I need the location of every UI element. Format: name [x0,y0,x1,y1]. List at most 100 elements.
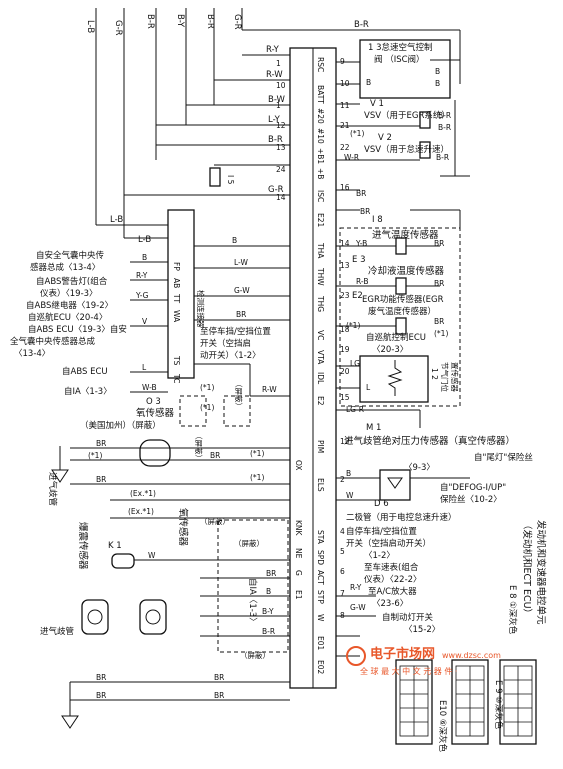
vsv-idle-wire-wr: W-R [344,153,359,162]
vsv-idle-coil [419,141,431,159]
d6-label: D 6 [374,499,389,509]
engine-ecu-title-1: 发动机和变速器电控单元 [535,520,547,625]
pin-num-16: 16 [340,183,350,192]
neutral-to-label-2: 开关（空挡启 [200,338,251,349]
cruise-ecu-label-1: 自巡航控制ECU [366,332,426,343]
shield-label-2: （屏蔽） [194,432,204,462]
ia-label: 自IA〈1-3〉 [64,386,112,397]
speedo-label-2: 仪表）〈22-2〉 [364,574,422,585]
bottom-wire-br-6: BR [96,691,106,700]
cruise-label: 自巡航ECU〈20-4〉 [28,312,107,323]
intake-manifold-label-top: 进气歧管 [47,472,58,506]
star-ecu-2: (*1) [200,403,214,412]
e8-plug-pins [503,665,533,737]
isc-wire-b2: B [435,79,440,88]
e9-plug-label: E 9 ⑩深灰色 [493,680,504,730]
wire-label-ry-1: R-Y [266,45,280,55]
wire-gw-ecu: G-W [234,286,250,295]
fuse-i5-label: I 5 [226,175,235,185]
isc-wire-b1: B [435,67,440,76]
pin-g: G [294,570,303,576]
knock-k1: K 1 [108,541,122,551]
abs-relay-label: 自ABS继电器〈19-2〉 [26,300,113,311]
detect-pin-fp: FP [172,262,181,271]
coolant-wire-rb: R-B [356,277,369,286]
neutral-to-label-1: 至停车挡/空挡位置 [200,326,271,337]
bottom-ecu-wires [70,559,290,701]
bottom-wire-br-4: BR [214,691,224,700]
star-ecu-1: (*1) [200,383,214,392]
knock-label: 爆震传感器 [77,522,89,570]
vsv-egr-coil [419,111,431,129]
bottom-wire-br-1: BR [266,569,276,578]
o3-label: O 3 [146,397,161,407]
e21-wire-br2: BR [360,207,370,216]
left-source-wires [130,261,168,393]
ecu-pin-labels: RSC BATT #20 #10 +B1 +B ISC E21 THA THW … [294,57,325,675]
pin-plus-b: +B [316,168,325,179]
intake-manifold-ground-bottom [61,682,79,729]
abs-ecu-label-3: 〈13-4〉 [14,349,50,359]
spd-wire-gw: G-W [350,603,366,612]
spd-wire-ry: R-Y [350,583,362,592]
pin-pim: PIM [316,440,325,453]
e2-label: E2 [352,291,363,301]
isc-wire-bl: B [366,78,371,87]
pin-e02: E02 [316,660,325,675]
vsv-egr-wire-br2: B-R [438,123,451,132]
pin-num-19: 19 [340,345,350,354]
pin-idl: IDL [316,372,325,385]
shield-box-bottom [217,519,289,653]
wire-label-gr-top-2: G-R [232,14,242,30]
intake-wire-yb: Y-B [355,239,367,248]
watermark-sub: 全 球 最 大 中 文 元 器 件 · [360,666,457,676]
detect-to-ecu-wires [194,245,290,365]
pin-thg: THG [316,295,325,312]
o2-us-label: （美国加州）（屏蔽） [80,420,161,431]
defog-label: 自"DEFOG-I/UP" [440,482,506,493]
e9-connector-plug [451,659,489,745]
intake-manifold-ground-top [51,446,69,483]
throttle-label-2: 节气门位 [440,362,450,392]
e21-wire-br: BR [356,189,366,198]
detect-connector-label: 检测连接器 [196,290,206,328]
pin-rsc: RSC [316,57,325,72]
pin-tha: THA [316,242,325,259]
o2-sensor-body [139,439,171,467]
ac-amp-label-1: 至A/C放大器 [368,586,417,597]
pin-num-4: 4 [340,527,345,536]
o2-connector-plugs [81,599,167,635]
throttle-wire-lg: LG [350,359,360,368]
map-sensor-label: 进气歧管绝对压力传感器（真空传感器） [344,435,515,447]
neutral-to-label-3: 动开关）〈1-2〉 [200,350,261,361]
wire-label-lb-top: L-B [85,20,95,33]
pin-num-13: 13 [340,261,350,270]
airbag-label-2: 感器总成〈13-4〉 [30,262,100,273]
diode-wire-w: W [346,491,354,500]
star-left-1: (*1) [88,451,102,460]
pin-num-7: 7 [340,589,345,598]
neutral-label-1: 自停车挡/空挡位置 [346,526,417,537]
stop-lamp-label: 自制动灯开关 [382,612,434,623]
intake-manifold-label-bottom: 进气歧管 [40,626,74,637]
pin-hash20: #20 [316,108,325,124]
wire-label-by-top: B-Y [175,14,185,28]
o2-wire-br: BR [96,439,106,448]
knock-sensor-body [111,553,135,569]
i8-label: I 8 [372,215,383,225]
wire-label-lb-detect: L-B [110,215,123,225]
pin-batt: BATT [316,85,325,104]
pin-num-left-14: 14 [276,193,286,202]
speedo-label-1: 至车速表(组合 [364,562,419,573]
wire-label-bw-1: B-W [268,95,286,105]
star-left-3: (*1) [250,449,264,458]
watermark-title: 电子市场网 [370,646,435,662]
bottom-wire-br-3: BR [214,673,224,682]
diode-label: 二极管（用于电控怠速升速） [346,512,457,523]
diode-triangle [387,477,403,489]
v2-label: V 2 [378,133,392,143]
ex-label-2: (Ex.*1) [128,507,154,516]
m1-label: M 1 [366,423,381,433]
detect-pin-tc: TC [172,373,181,383]
